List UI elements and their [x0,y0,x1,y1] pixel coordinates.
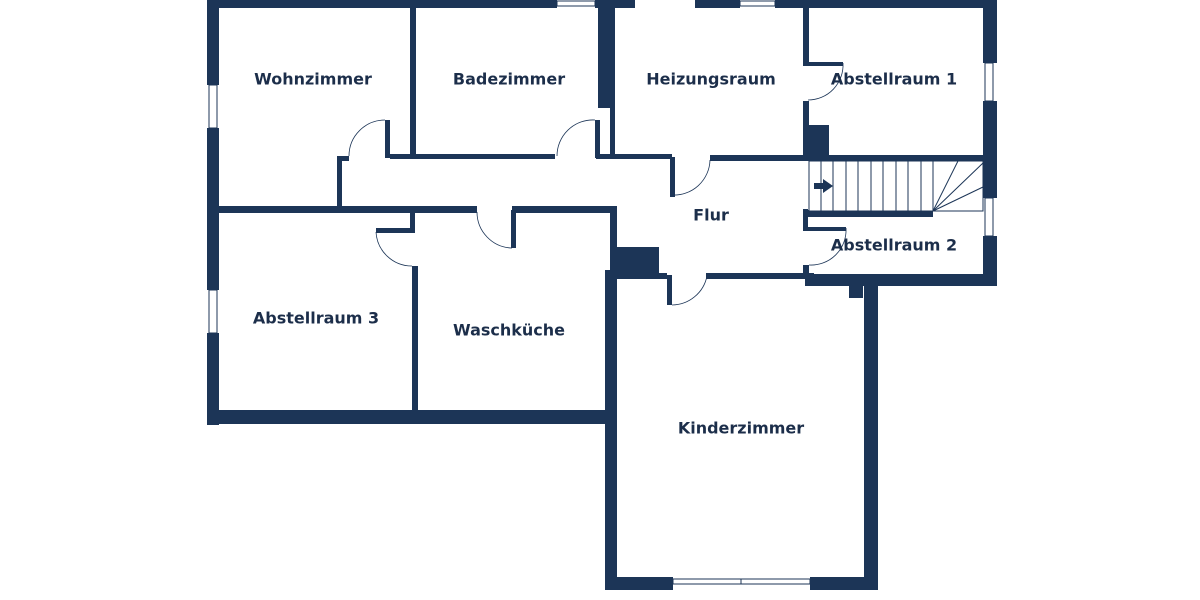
room-label-wohnzimmer: Wohnzimmer [254,69,372,89]
room-label-abstellraum-2: Abstellraum 2 [830,235,958,255]
room-label-waschkueche: Waschküche [452,320,566,340]
room-label-kinderzimmer: Kinderzimmer [677,418,805,438]
room-label-abstellraum-3: Abstellraum 3 [252,308,380,328]
arrow-right-icon [814,179,833,193]
room-label-abstellraum-1: Abstellraum 1 [830,69,958,89]
door-swings [348,62,847,306]
windows [208,0,994,585]
room-label-badezimmer: Badezimmer [452,69,566,89]
room-label-heizungsraum: Heizungsraum [646,69,776,89]
staircase [808,160,984,212]
walls [207,0,997,590]
room-label-flur: Flur [693,205,729,225]
